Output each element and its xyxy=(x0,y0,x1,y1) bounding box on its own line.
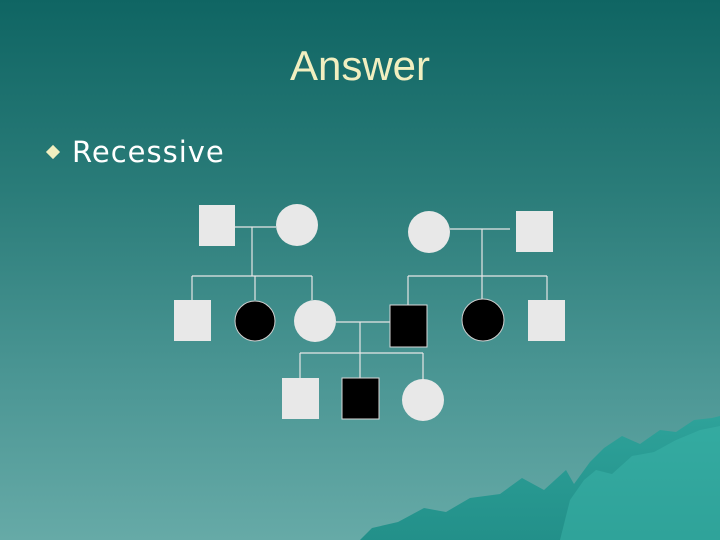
g3-daughter-1-circle xyxy=(402,379,444,421)
mountain-ridge xyxy=(560,426,720,540)
g2-daughter-3-circle xyxy=(461,298,505,342)
g2-daughter-1-circle xyxy=(234,300,276,342)
g3-son-1-square xyxy=(282,378,319,419)
bullet-text: Recessive xyxy=(72,135,225,169)
slide-title: Answer xyxy=(0,42,720,90)
g1-right-father-square xyxy=(516,211,553,252)
g1-left-father-square xyxy=(199,205,235,246)
g2-son-2-square xyxy=(389,304,428,348)
g2-daughter-2-circle xyxy=(294,300,336,342)
pedigree-lines xyxy=(191,226,548,380)
slide-title-text: Answer xyxy=(289,42,431,89)
g3-son-2-square xyxy=(341,377,380,420)
bullet-item: Recessive xyxy=(45,132,225,172)
g2-son-3-square xyxy=(528,300,565,341)
g1-right-mother-circle xyxy=(408,211,450,253)
g2-son-1-square xyxy=(174,300,211,341)
g1-left-mother-circle xyxy=(276,204,318,246)
